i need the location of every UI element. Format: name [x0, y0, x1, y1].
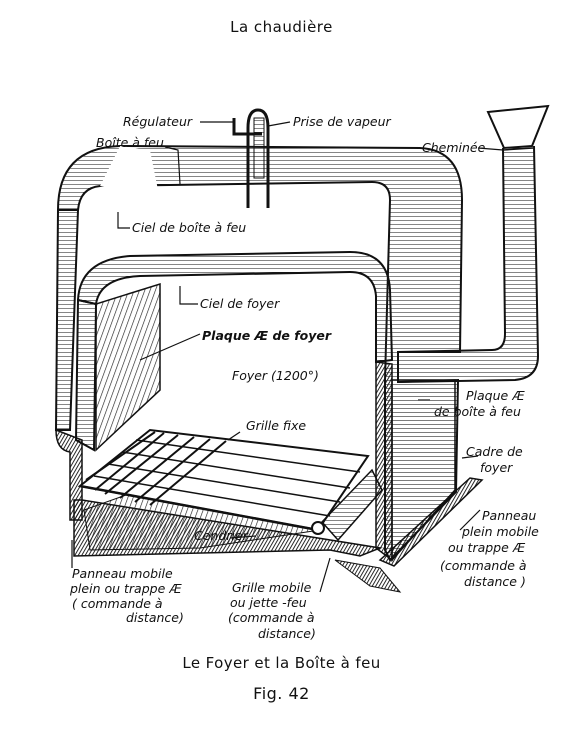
figure-number: Fig. 42 [253, 684, 310, 703]
label-foyer: Foyer (1200°) [232, 368, 319, 383]
label-grille-mobile-1: Grille mobile [232, 580, 312, 595]
label-cadre-2: foyer [480, 460, 513, 475]
label-panneau-ar-4: distance) [126, 610, 184, 625]
label-grille-fixe: Grille fixe [246, 418, 306, 433]
figure-caption: Le Foyer et la Boîte à feu [182, 654, 381, 672]
drop-grate [320, 468, 383, 542]
label-grille-mobile-2: ou jette -feu [230, 595, 307, 610]
label-grille-mobile-4: distance) [258, 626, 316, 641]
leader-lines [71, 121, 504, 593]
page-title: La chaudière [230, 18, 333, 36]
label-plaque-av-1: Plaque Æ [466, 388, 525, 403]
label-panneau-ar-3: ( commande à [72, 596, 163, 611]
label-panneau-ar-2: plein ou trappe Æ [69, 581, 182, 596]
fixed-grate [77, 428, 370, 535]
label-panneau-av-1: Panneau [482, 508, 536, 523]
label-panneau-ar-1: Panneau mobile [72, 566, 173, 581]
ash-pan [73, 489, 383, 557]
label-cheminee: Cheminée [422, 140, 486, 155]
label-ciel-boite: Ciel de boîte à feu [132, 220, 246, 235]
label-panneau-av-5: distance ) [464, 574, 526, 589]
label-prise-vapeur: Prise de vapeur [293, 114, 392, 129]
regulator [232, 108, 270, 208]
label-ciel-foyer: Ciel de foyer [200, 296, 280, 311]
label-cendrier: Cendrier [194, 528, 249, 543]
label-plaque-av-2: de boîte à feu [434, 404, 521, 419]
label-grille-mobile-3: (commande à [228, 610, 315, 625]
crown-sheet [74, 250, 394, 452]
label-panneau-av-4: (commande à [440, 558, 527, 573]
label-boite-a-feu: Boîte à feu [96, 135, 164, 150]
front-damper [334, 477, 484, 593]
label-panneau-av-2: plein mobile [461, 524, 539, 539]
label-regulateur: Régulateur [123, 114, 193, 129]
label-panneau-av-3: ou trappe Æ [448, 540, 526, 555]
front-plate [375, 361, 456, 562]
label-cadre-1: Cadre de [466, 444, 523, 459]
label-plaque-ar: Plaque Æ de foyer [202, 328, 332, 343]
